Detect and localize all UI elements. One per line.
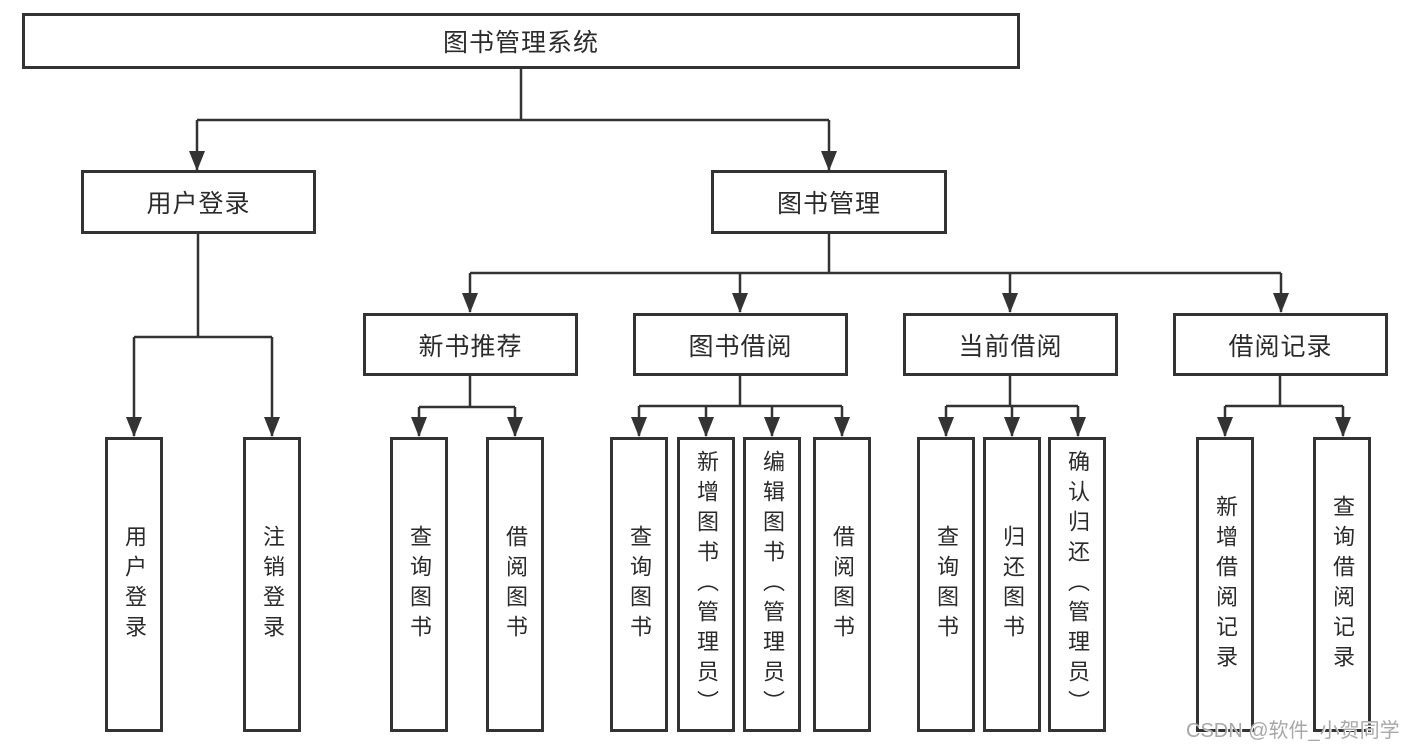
leaf-label: 查询借阅记录 bbox=[1330, 494, 1355, 675]
node-library-system: 图书管理系统 bbox=[22, 13, 1020, 69]
node-borrowing-records: 借阅记录 bbox=[1173, 313, 1388, 376]
leaf-add-books-admin: 新增图书（管理员） bbox=[677, 437, 735, 732]
node-current-borrowing: 当前借阅 bbox=[903, 313, 1118, 376]
csdn-watermark: CSDN @软件_小贺同学 bbox=[1186, 720, 1400, 742]
leaf-label: 借阅图书 bbox=[503, 524, 528, 645]
leaf-user-login: 用户登录 bbox=[105, 437, 163, 732]
leaf-query-books-borrow: 查询图书 bbox=[610, 437, 668, 732]
leaf-label: 确认归还（管理员） bbox=[1065, 449, 1090, 720]
leaf-query-books-current: 查询图书 bbox=[917, 437, 975, 732]
leaf-logout: 注销登录 bbox=[243, 437, 301, 732]
leaf-edit-books-admin: 编辑图书（管理员） bbox=[743, 437, 801, 732]
leaf-label: 注销登录 bbox=[260, 524, 285, 645]
leaf-label: 新增借阅记录 bbox=[1213, 494, 1238, 675]
leaf-query-borrow-record: 查询借阅记录 bbox=[1313, 437, 1371, 732]
leaf-label: 用户登录 bbox=[122, 524, 147, 645]
node-book-management: 图书管理 bbox=[711, 170, 947, 234]
node-book-borrowing: 图书借阅 bbox=[633, 313, 848, 376]
node-user-login: 用户登录 bbox=[81, 170, 316, 234]
leaf-label: 编辑图书（管理员） bbox=[760, 449, 785, 720]
leaf-label: 查询图书 bbox=[934, 524, 959, 645]
leaf-query-books-recommend: 查询图书 bbox=[390, 437, 448, 732]
node-new-book-recommend: 新书推荐 bbox=[363, 313, 578, 376]
leaf-label: 新增图书（管理员） bbox=[694, 449, 719, 720]
leaf-label: 借阅图书 bbox=[830, 524, 855, 645]
leaf-add-borrow-record: 新增借阅记录 bbox=[1196, 437, 1254, 732]
leaf-borrow-books-recommend: 借阅图书 bbox=[486, 437, 544, 732]
leaf-borrow-books: 借阅图书 bbox=[813, 437, 871, 732]
leaf-label: 查询图书 bbox=[407, 524, 432, 645]
leaf-return-books: 归还图书 bbox=[983, 437, 1041, 732]
leaf-confirm-return-admin: 确认归还（管理员） bbox=[1048, 437, 1106, 732]
leaf-label: 查询图书 bbox=[627, 524, 652, 645]
leaf-label: 归还图书 bbox=[1000, 524, 1025, 645]
